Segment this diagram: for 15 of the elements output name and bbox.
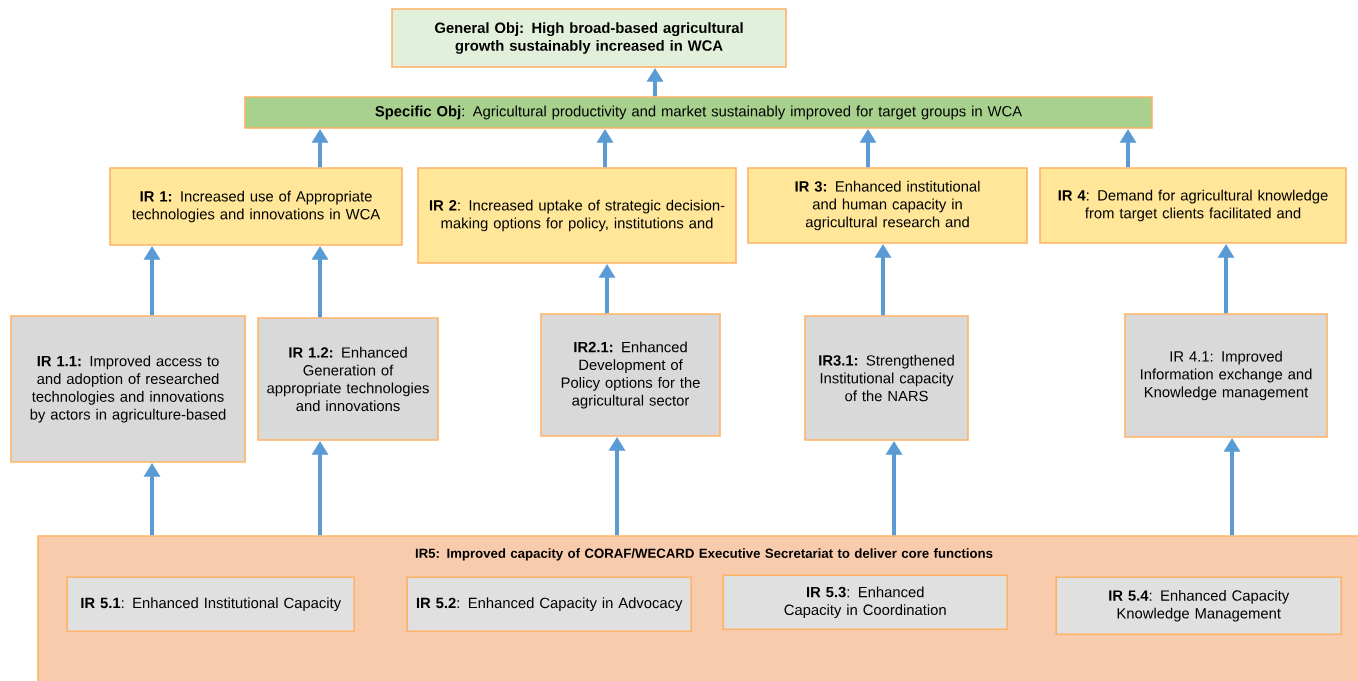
result-box: IR 5.2: Enhanced Capacity in Advocacy <box>406 576 692 632</box>
result-box: IR3.1: Strengthened Institutional capacity of the NARS <box>804 315 969 441</box>
result-box: IR2.1: Enhanced Development of Policy options for the agricultural sector <box>540 313 721 437</box>
result-box: IR 5.3: Enhanced Capacity in Coordination <box>722 574 1008 630</box>
result-box: IR 5.4: Enhanced Capacity Knowledge Management <box>1055 576 1342 635</box>
result-box: IR 3: Enhanced institutional and human capacity in agricultural research and <box>747 167 1028 244</box>
result-box: IR 5.1: Enhanced Institutional Capacity <box>66 576 355 632</box>
objective-box: General Obj: High broad-based agricultural growth sustainably increased in WCA <box>391 8 787 68</box>
objective-box: Specific Obj: Agricultural productivity and market sustainably improved for target groups in WCA <box>244 96 1153 129</box>
result-box: IR 1.2: Enhanced Generation of appropriate technologies and innovations <box>257 317 439 441</box>
result-box: IR 1.1: Improved access to and adoption of researched technologies and innovations by actors in agriculture-based <box>10 315 246 463</box>
result-box: IR 4: Demand for agricultural knowledge from target clients facilitated and <box>1039 167 1347 244</box>
result-box: IR 1: Increased use of Appropriate technologies and innovations in WCA <box>109 167 403 246</box>
result-box: IR 2: Increased uptake of strategic decision-making options for policy, institutions and <box>417 167 737 264</box>
result-box: IR 4.1: Improved Information exchange and Knowledge management <box>1124 313 1328 438</box>
